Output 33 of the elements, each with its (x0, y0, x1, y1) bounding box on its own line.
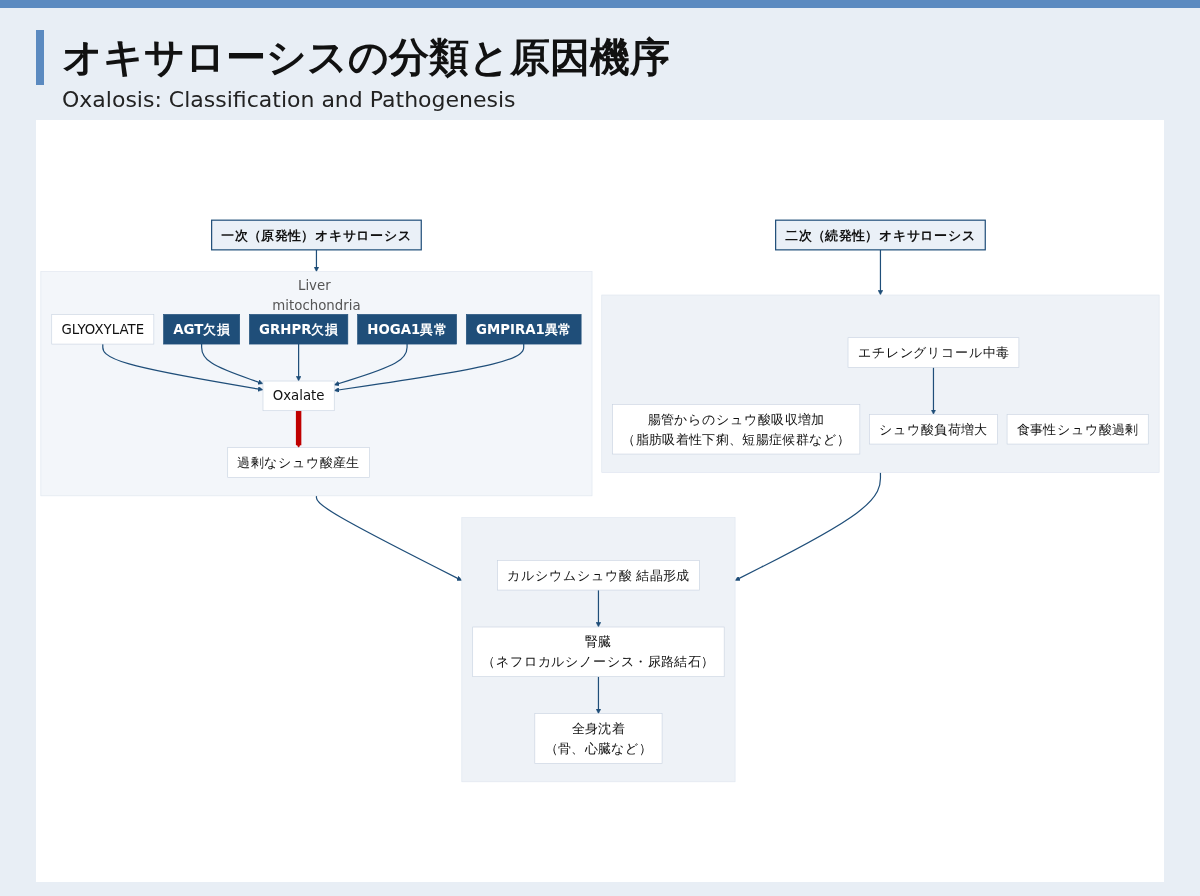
node-box: 腸管からのシュウ酸吸収増加 （脂肪吸着性下痢、短腸症候群など） (612, 404, 861, 455)
arrow (595, 589, 602, 628)
arrow (877, 249, 884, 296)
arrow (334, 343, 525, 393)
node-box: GLYOXYLATE (51, 314, 155, 345)
node-box: エチレングリコール中毒 (847, 337, 1020, 368)
arrow (295, 410, 302, 448)
title: オキサローシスの分類と原因機序 (36, 30, 1164, 85)
node-box: HOGA1異常 (357, 314, 457, 345)
node-box: 過剰なシュウ酸産生 (227, 447, 370, 478)
node-box: シュウ酸負荷増大 (869, 414, 998, 445)
node-box: 二次（続発性）オキサローシス (775, 219, 986, 251)
arrow (595, 676, 602, 714)
arrow (930, 366, 937, 415)
node-box: GRHPR欠損 (249, 314, 349, 345)
node-box: 全身沈着 （骨、心臓など） (534, 713, 663, 764)
node-box: 食事性シュウ酸過剰 (1006, 414, 1149, 445)
arrow (734, 471, 882, 581)
arrow (315, 495, 463, 581)
arrow (295, 343, 302, 382)
arrow (102, 343, 264, 392)
cluster (461, 517, 736, 783)
node-box: Oxalate (262, 380, 335, 412)
node-box: 一次（原発性）オキサローシス (211, 219, 422, 251)
arrow (334, 343, 408, 387)
arrow (313, 249, 320, 272)
arrow (201, 343, 264, 385)
cluster (601, 294, 1160, 473)
node-box: GMPIRA1異常 (466, 314, 582, 345)
subtitle: Oxalosis: Classification and Pathogenesis (62, 87, 517, 112)
node-box: 腎臓 （ネフロカルシノーシス・尿路結石） (472, 626, 725, 677)
node-box: カルシウムシュウ酸 結晶形成 (497, 560, 700, 591)
node-box: AGT欠損 (163, 314, 240, 345)
